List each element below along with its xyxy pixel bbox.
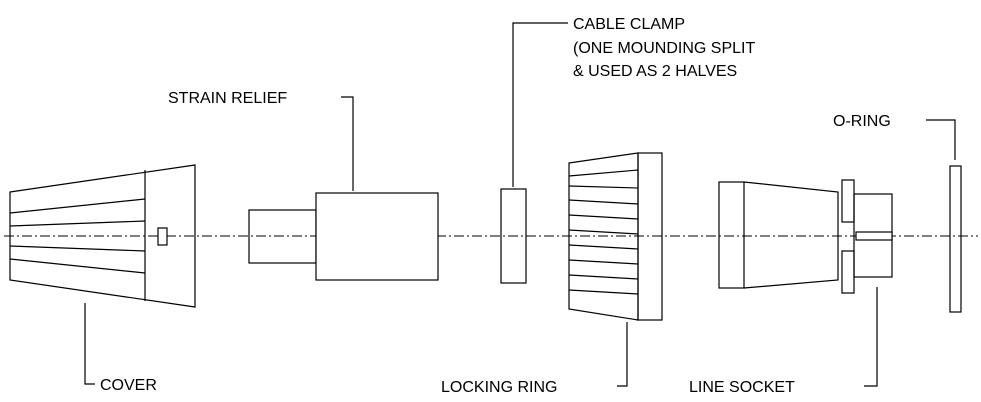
o-ring-label: O-RING [833,113,891,130]
cable-clamp-label-line1: CABLE CLAMP [573,16,685,33]
cover-part [9,164,196,308]
locking-ring-part [568,152,663,321]
cable-clamp-part [500,188,527,284]
strain-relief-leader [341,96,354,191]
cable-clamp-label-line3: & USED AS 2 HALVES [573,63,737,80]
cable-clamp-label-line2: (ONE MOUNDING SPLIT [573,40,755,57]
line-socket-part [718,179,893,294]
locking-ring-label: LOCKING RING [441,379,557,396]
line-socket-leader [864,287,878,387]
o-ring-leader [926,119,956,160]
locking-ring-leader [617,322,628,387]
strain-relief-part [248,192,439,281]
cable-clamp-leader [512,22,568,187]
line-socket-label: LINE SOCKET [689,379,795,396]
cover-leader [84,303,95,385]
strain-relief-label: STRAIN RELIEF [168,90,287,107]
cover-label: COVER [100,377,157,394]
o-ring-part [949,165,962,313]
